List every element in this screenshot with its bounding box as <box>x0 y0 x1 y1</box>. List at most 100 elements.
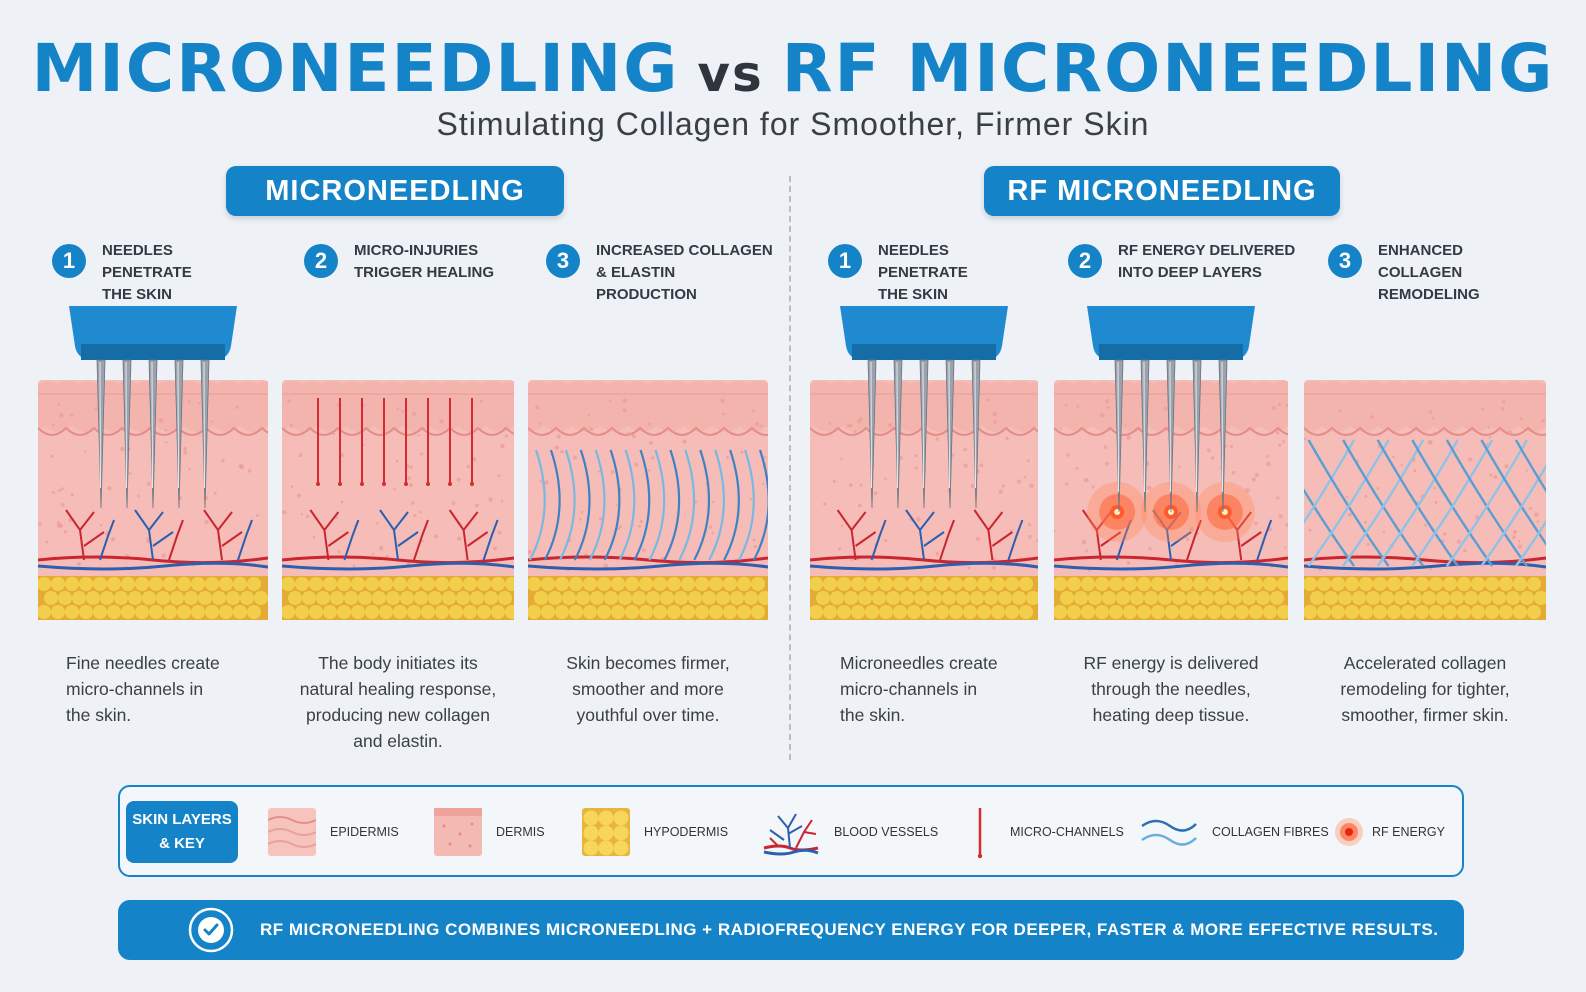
tissue-dot <box>1338 409 1342 414</box>
tissue-dot <box>401 409 405 413</box>
tissue-dot <box>622 408 627 413</box>
fat-cell <box>653 577 667 591</box>
tissue-dot <box>83 450 87 453</box>
tissue-dot <box>1512 529 1517 535</box>
caption-line: smoother, firmer skin. <box>1341 705 1509 725</box>
fat-cell <box>541 605 555 619</box>
fat-cell <box>72 591 86 605</box>
tissue-dot <box>51 423 55 427</box>
caption-line: remodeling for tighter, <box>1340 679 1510 699</box>
tissue-dot <box>587 413 591 417</box>
fat-cell <box>977 605 991 619</box>
tissue-dot <box>1064 403 1068 407</box>
fat-cell <box>1310 591 1324 605</box>
tissue-dot <box>556 434 561 439</box>
summary-message: RF MICRONEEDLING COMBINES MICRONEEDLING … <box>260 920 1439 939</box>
micro-channel-tip <box>404 482 408 486</box>
tissue-dot <box>1308 528 1312 532</box>
fat-cell <box>491 605 505 619</box>
tissue-dot <box>642 548 646 552</box>
fat-cell <box>156 591 170 605</box>
fat-cell <box>625 605 639 619</box>
fat-cell <box>44 591 58 605</box>
caption-left-3: Skin becomes firmer, smoother and more y… <box>528 650 768 728</box>
fat-cell <box>1436 591 1450 605</box>
fat-cell <box>205 605 219 619</box>
tissue-dot <box>619 524 623 528</box>
fat-cell <box>716 591 730 605</box>
tissue-dot <box>1065 482 1069 486</box>
fat-cell <box>421 605 435 619</box>
legend-item-rf-energy: RF ENERGY <box>1334 803 1445 861</box>
legend-item-micro-channels: MICRO-CHANNELS <box>972 803 1124 861</box>
legend-item-epidermis: EPIDERMIS <box>268 803 399 861</box>
tissue-dot <box>1285 403 1288 408</box>
tissue-dot <box>238 463 244 469</box>
fat-cell <box>1095 577 1109 591</box>
epidermis-boundary <box>1054 426 1288 436</box>
fat-cell <box>625 577 639 591</box>
collagen-fibre <box>693 449 711 561</box>
tissue-dot <box>497 530 502 535</box>
fat-cell <box>823 577 837 591</box>
fat-cell <box>470 591 484 605</box>
collagen-fibre <box>1376 439 1459 567</box>
needle <box>919 359 929 509</box>
fat-cell <box>1165 577 1179 591</box>
tissue-dot <box>859 483 863 487</box>
title-vs: vs <box>697 45 764 103</box>
tissue-dot <box>146 481 151 487</box>
tissue-dot <box>158 418 164 423</box>
vessel-branch <box>1256 519 1273 561</box>
fat-cell <box>1019 577 1033 591</box>
caption-line: The body initiates its <box>318 653 478 673</box>
fat-cell <box>323 605 337 619</box>
needle-shine <box>177 361 179 489</box>
rf-energy-icon <box>1335 818 1363 846</box>
tissue-dot <box>617 527 621 531</box>
fat-cell <box>709 605 723 619</box>
section-label-microneedling: MICRONEEDLING <box>226 166 564 216</box>
fat-cell <box>1366 591 1380 605</box>
fat-cell <box>695 577 709 591</box>
fat-cell <box>844 591 858 605</box>
fat-cell <box>1387 577 1401 591</box>
fat-cell <box>660 591 674 605</box>
tissue-dot <box>963 463 968 468</box>
tissue-dot <box>603 563 609 569</box>
tissue-dot <box>1277 402 1282 407</box>
tissue-dot <box>1186 537 1190 541</box>
fat-cell <box>100 591 114 605</box>
fat-cell <box>1324 591 1338 605</box>
tissue-dot <box>1059 427 1063 431</box>
tissue-dot <box>1277 443 1282 447</box>
fat-cell <box>51 605 65 619</box>
fat-cell <box>1067 577 1081 591</box>
step-label-line: ENHANCED COLLAGEN <box>1378 242 1464 281</box>
tissue-dot <box>408 482 414 488</box>
needle <box>148 359 158 509</box>
fat-cell <box>576 591 590 605</box>
fat-cell <box>1485 605 1499 619</box>
vessel-branch <box>203 509 243 561</box>
fat-cell <box>751 577 765 591</box>
fat-cell <box>555 577 569 591</box>
tissue-dot <box>395 459 399 463</box>
fat-cell <box>1193 605 1207 619</box>
tissue-dot <box>598 517 603 521</box>
vessel-branch <box>482 519 499 561</box>
fat-cell <box>1457 605 1471 619</box>
legend-item-dermis: DERMIS <box>434 803 545 861</box>
fat-cell <box>1485 577 1499 591</box>
fat-cell <box>93 605 107 619</box>
fat-cell <box>991 577 1005 591</box>
fat-cell <box>1338 591 1352 605</box>
tissue-dot <box>1504 464 1509 469</box>
needle <box>174 359 184 509</box>
collagen-fibre <box>573 449 591 561</box>
tissue-dot <box>1054 529 1056 533</box>
tissue-dot <box>647 422 652 426</box>
tissue-dot <box>1400 463 1404 467</box>
step-label-line: TRIGGER HEALING <box>354 264 495 281</box>
